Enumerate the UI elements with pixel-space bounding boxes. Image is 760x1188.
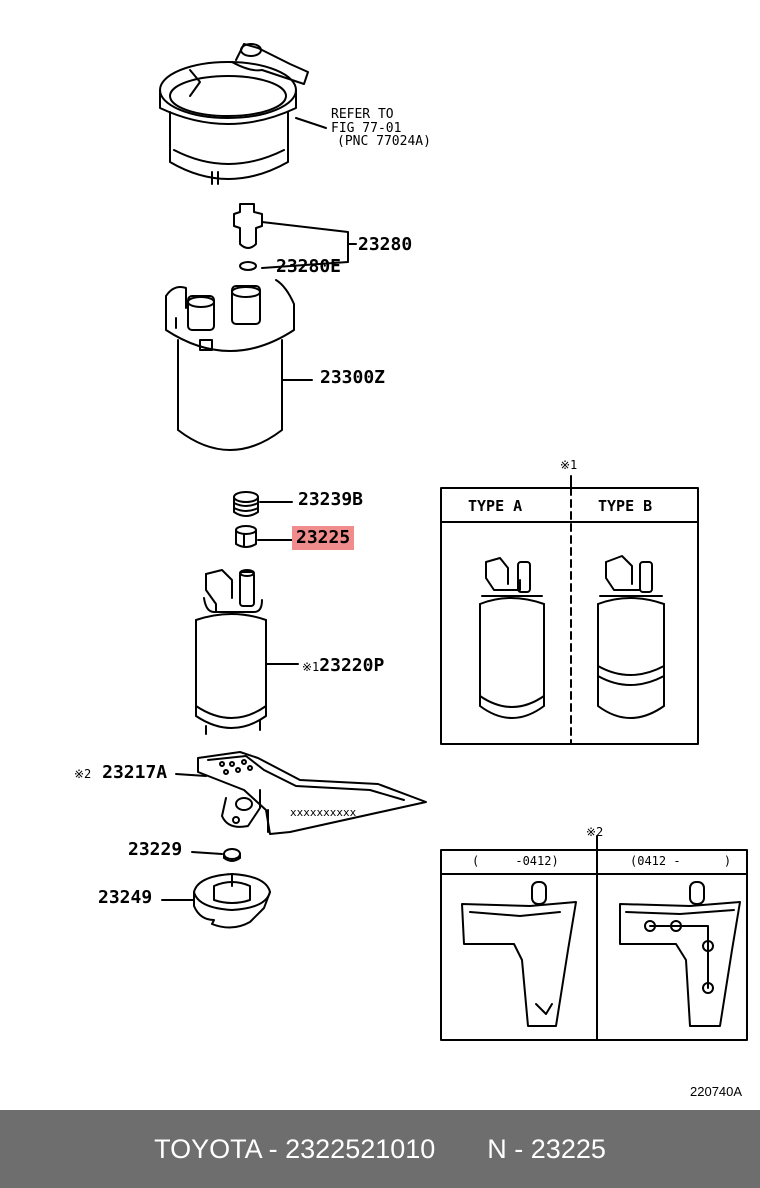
footnote-mark-1: ※1 [302,660,320,674]
cushion-illustration [235,525,257,548]
part-label-23220p[interactable]: ※123220P [302,657,384,675]
refer-note: REFER TO FIG 77-01 (PNC 77024A) [331,108,431,149]
part-number-23217a: 23217A [102,762,168,783]
footer-text: TOYOTA - 2322521010 N - 23225 [0,1110,760,1188]
exploded-view-drawing: xxxxxxxxxx [159,43,748,1041]
fuel-pump-illustration [195,569,267,735]
box1-footnote-mark: ※1 [560,458,578,472]
part-label-23229[interactable]: 23229 [128,839,183,860]
svg-text:xxxxxxxxxx: xxxxxxxxxx [290,806,357,819]
footer-part-number: TOYOTA - 2322521010 [154,1133,436,1164]
leader-refer [295,117,327,129]
box2-left-header: ( -0412) [472,854,559,868]
box2-footnote-mark: ※2 [586,825,604,839]
refer-line-3: (PNC 77024A) [337,134,431,150]
part-label-23280e[interactable]: 23280E [276,256,342,277]
leader-23280 [261,221,349,269]
leader-23229 [191,851,223,855]
pump-bracket-illustration [165,279,295,451]
footer-ref-number: N - 23225 [487,1133,606,1164]
part-label-23217a[interactable]: ※2 23217A [74,764,167,782]
fitting-illustration [233,203,263,271]
parts-diagram: xxxxxxxxxx [74,43,748,1099]
pump-type-box [440,475,699,745]
refer-line-1: REFER TO [331,107,394,122]
leader-23217a [175,773,207,777]
type-a-heading: TYPE A [468,497,523,515]
footer-bar: TOYOTA - 2322521010 N - 23225 [0,1110,760,1188]
fuel-filter-illustration [159,43,309,185]
type-b-heading: TYPE B [598,497,653,515]
diagram-code: 220740A [690,1084,743,1099]
part-label-23300z[interactable]: 23300Z [320,367,386,388]
part-label-23249[interactable]: 23249 [98,887,153,908]
part-label-23239b[interactable]: 23239B [298,489,364,510]
retainer-illustration [193,873,271,929]
filter-version-box [440,835,748,1041]
grommet-illustration [233,491,259,517]
suction-filter-illustration: xxxxxxxxxx [197,751,427,835]
part-label-23225-highlighted[interactable]: 23225 [292,526,355,550]
part-number-23220p: 23220P [319,655,385,676]
footnote-mark-2: ※2 [74,767,92,781]
box2-right-header: (0412 - ) [630,854,732,868]
clip-illustration [223,848,241,862]
refer-line-2: FIG 77-01 [331,120,402,136]
part-label-23280[interactable]: 23280 [358,234,413,255]
